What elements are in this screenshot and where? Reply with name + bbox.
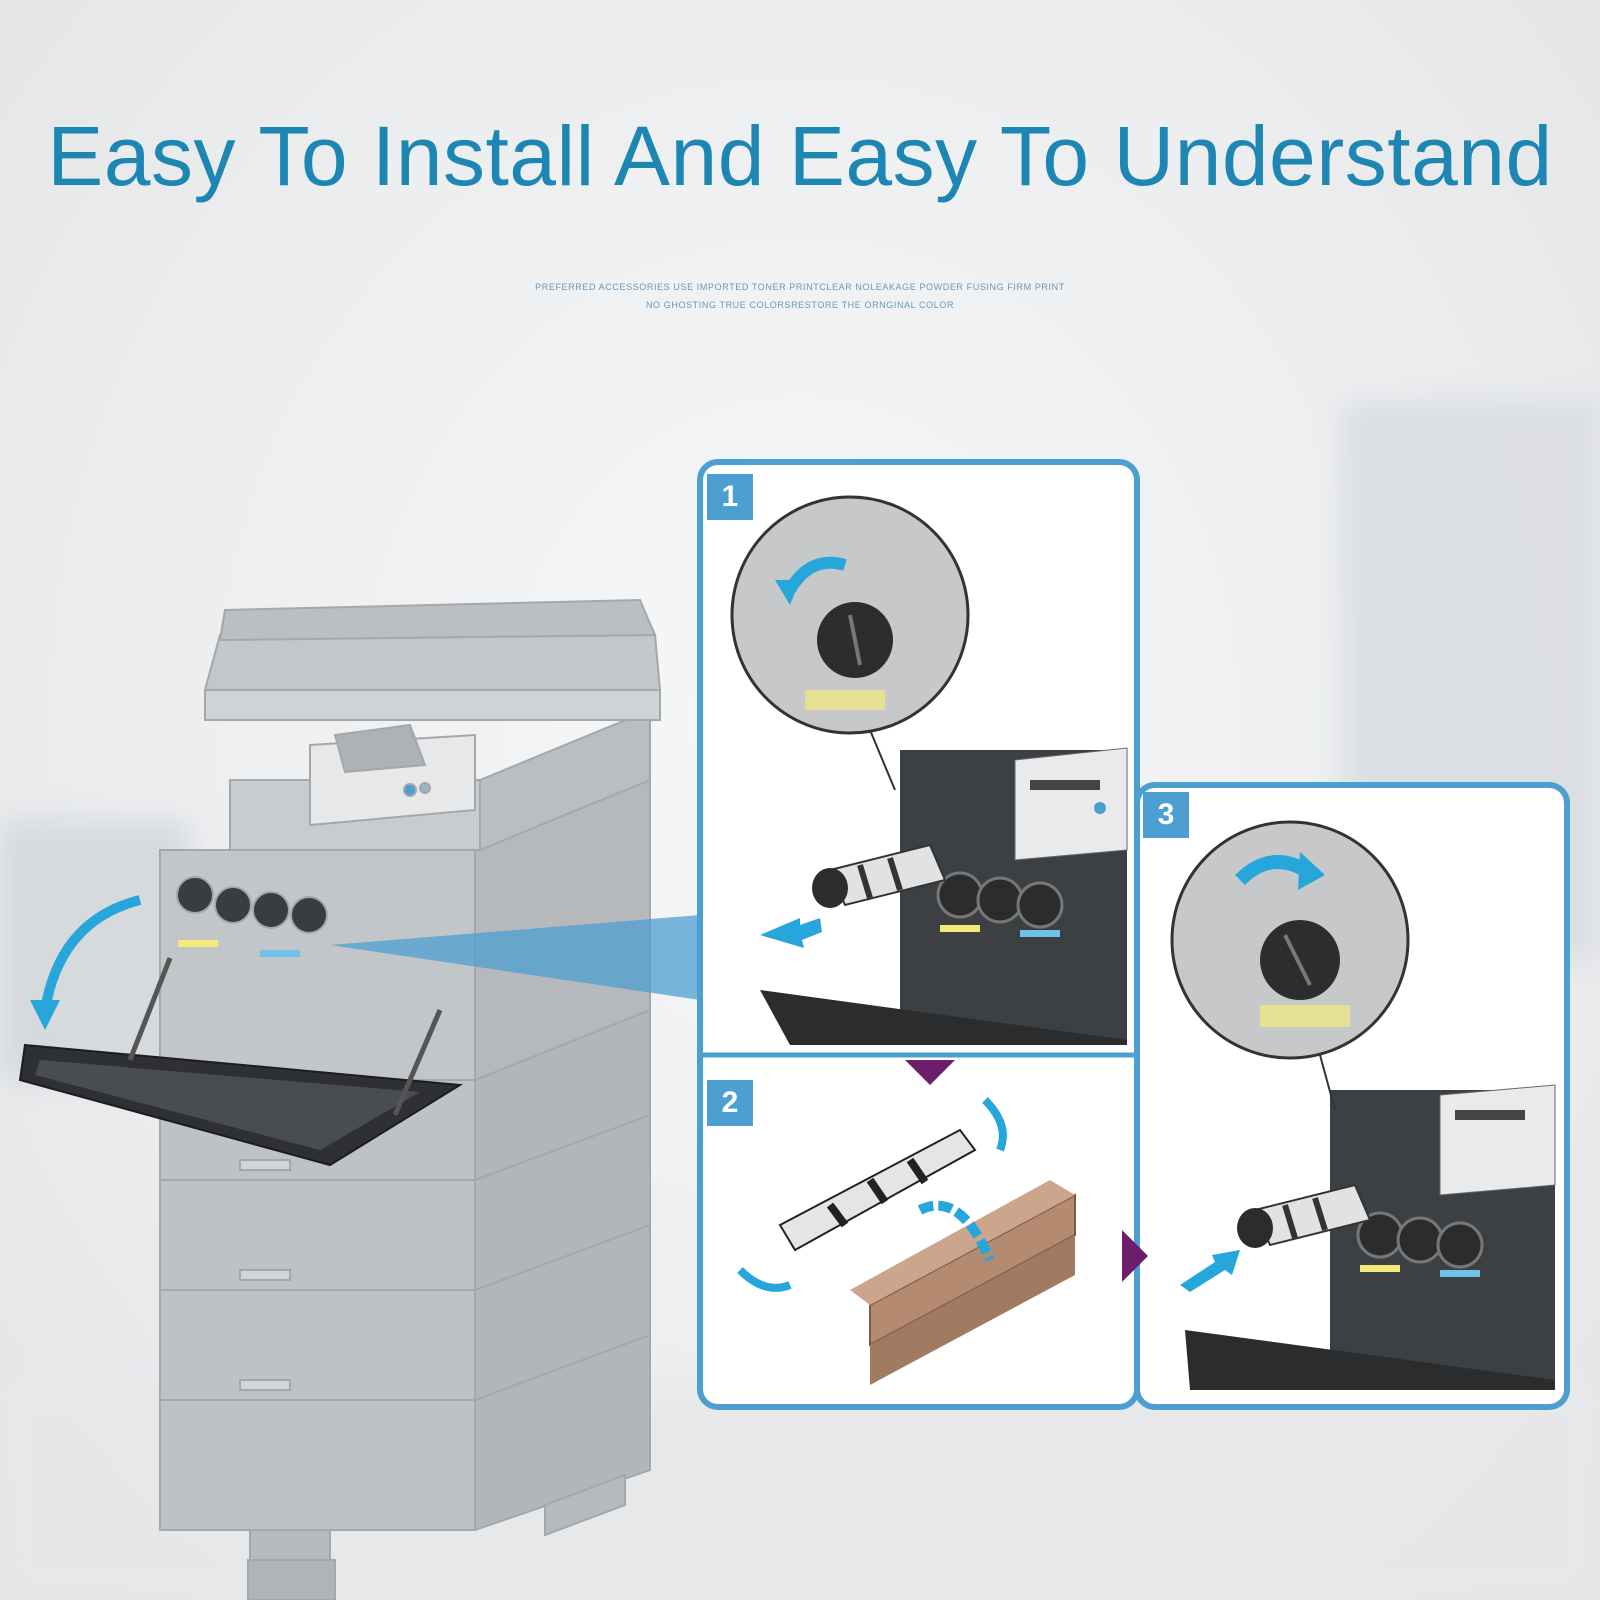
step1-illustration bbox=[730, 495, 1128, 1045]
page-title: Easy To Install And Easy To Understand bbox=[47, 109, 1553, 203]
step-number-3: 3 bbox=[1143, 792, 1189, 838]
zoom-beam bbox=[330, 915, 700, 1000]
background-blur-left bbox=[0, 820, 190, 1080]
step-number-2: 2 bbox=[707, 1080, 753, 1126]
step-marker-right bbox=[1122, 1230, 1148, 1282]
step3-illustration bbox=[1170, 820, 1556, 1390]
step-marker-down bbox=[905, 1060, 955, 1085]
step2-illustration bbox=[737, 1097, 1076, 1385]
subtitle-line-2: NO GHOSTING TRUE COLORSRESTORE THE ORNGI… bbox=[645, 300, 955, 310]
open-door-arrow bbox=[40, 895, 142, 1011]
step-number-1: 1 bbox=[707, 474, 753, 520]
copier-visible bbox=[18, 598, 662, 1600]
subtitle-line-1: PREFERRED ACCESSORIES USE IMPORTED TONER… bbox=[535, 282, 1065, 292]
